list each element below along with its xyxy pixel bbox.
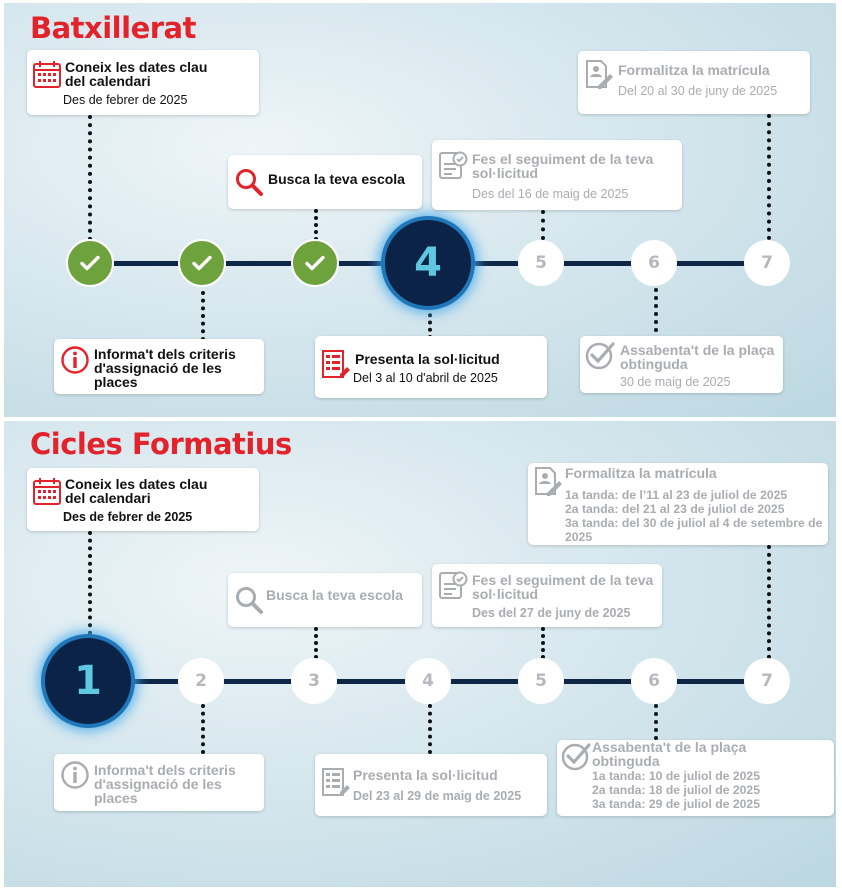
card-title: Presenta la sol·licitud: [353, 767, 498, 783]
document-pen-icon: [586, 60, 613, 89]
connector-line: [88, 115, 92, 241]
card-date: 30 de maig de 2025: [620, 375, 731, 389]
info-icon: [61, 346, 89, 374]
card-title: Formalitza la matrícula: [618, 62, 770, 78]
card-date: Del 20 al 30 de juny de 2025: [618, 84, 778, 98]
checkmark-icon: [192, 255, 212, 271]
card-title: Assabenta't de la plaça obtinguda: [592, 739, 747, 769]
card-title: Informa't dels criteris d'assignació de …: [94, 346, 236, 390]
form-icon: [322, 768, 350, 796]
connector-line: [88, 531, 92, 635]
card-date-line: 3a tanda: del 30 de juliol al 4 de setem…: [565, 516, 823, 544]
connector-line: [654, 288, 658, 340]
card-title: Coneix les dates clau del calendari: [65, 59, 208, 89]
connector-line: [428, 306, 432, 339]
card-date: Del 3 al 10 d'abril de 2025: [353, 371, 498, 385]
card-title: Informa't dels criteris d'assignació de …: [94, 762, 236, 806]
card-title: Fes el seguiment de la teva sol·licitud: [472, 151, 654, 181]
card-date-list: 1a tanda: 10 de juliol de 2025 2a tanda:…: [592, 769, 760, 811]
step-6-pending: 6: [631, 240, 677, 286]
card-date: Des de febrer de 2025: [63, 93, 188, 107]
card-enrolment: Formalitza la matrícula 1a tanda: de l’1…: [528, 463, 828, 545]
card-title: Formalitza la matrícula: [565, 465, 717, 481]
step-3-done: [291, 239, 339, 287]
card-title: Coneix les dates clau del calendari: [65, 476, 208, 506]
connector-line: [654, 704, 658, 740]
card-date: Des del 27 de juny de 2025: [472, 606, 631, 620]
step-2-pending: 2: [178, 658, 224, 704]
batxillerat-panel: Batxillerat 4 5 6 7 Coneix les dates cla…: [4, 3, 836, 417]
card-apply: Presenta la sol·licitud Del 23 al 29 de …: [315, 754, 547, 816]
card-date: Del 23 al 29 de maig de 2025: [353, 789, 522, 803]
step-6-pending: 6: [631, 658, 677, 704]
section-title-cicles: Cicles Formatius: [30, 427, 292, 461]
step-7-pending: 7: [744, 658, 790, 704]
card-title: Presenta la sol·licitud: [355, 351, 500, 367]
card-date-line: 3a tanda: 29 de juliol de 2025: [592, 797, 760, 811]
calendar-icon: [33, 61, 61, 88]
connector-line: [314, 627, 318, 659]
card-result: Assabenta't de la plaça obtinguda 1a tan…: [557, 740, 834, 816]
card-title: Fes el seguiment de la teva sol·licitud: [472, 572, 654, 602]
card-date-line: 1a tanda: 10 de juliol de 2025: [592, 769, 760, 783]
step-2-done: [178, 239, 226, 287]
checkmark-icon: [80, 255, 100, 271]
form-icon: [322, 350, 350, 378]
step-5-pending: 5: [518, 658, 564, 704]
card-title: Assabenta't de la plaça obtinguda: [620, 342, 775, 372]
card-title: Busca la teva escola: [268, 171, 405, 187]
connector-line: [767, 545, 771, 659]
card-date-line: 2a tanda: 18 de juliol de 2025: [592, 783, 760, 797]
step-4-current: 4: [385, 220, 471, 306]
step-4-pending: 4: [405, 658, 451, 704]
step-1-current: 1: [45, 638, 131, 724]
card-apply: Presenta la sol·licitud Del 3 al 10 d'ab…: [315, 336, 547, 398]
card-key-dates: Coneix les dates clau del calendari Des …: [27, 468, 259, 531]
connector-line: [314, 209, 318, 241]
step-3-pending: 3: [291, 658, 337, 704]
search-icon: [236, 169, 263, 196]
card-date-list: 1a tanda: de l’11 al 23 de juliol de 202…: [565, 488, 827, 544]
card-date: Des de febrer de 2025: [63, 510, 193, 524]
card-date: Des del 16 de maig de 2025: [472, 187, 629, 201]
cicles-formatius-panel: Cicles Formatius 1 2 3 4 5 6 7 Coneix le…: [4, 421, 836, 887]
connector-line: [767, 114, 771, 240]
checkmark-icon: [305, 255, 325, 271]
card-date-line: 2a tanda: del 21 al 23 de juliol de 2025: [565, 502, 785, 516]
connector-line: [541, 627, 545, 659]
checklist-icon: [439, 151, 468, 179]
card-tracking: Fes el seguiment de la teva sol·licitud …: [432, 564, 662, 627]
calendar-icon: [33, 478, 61, 505]
step-1-done: [66, 239, 114, 287]
check-circle-icon: [561, 743, 591, 771]
section-title-batxillerat: Batxillerat: [30, 11, 196, 45]
card-criteria: Informa't dels criteris d'assignació de …: [54, 339, 264, 394]
document-pen-icon: [535, 467, 562, 496]
card-date-line: 1a tanda: de l’11 al 23 de juliol de 202…: [565, 488, 788, 502]
card-result: Assabenta't de la plaça obtinguda 30 de …: [580, 336, 783, 393]
connector-line: [541, 210, 545, 240]
card-title: Busca la teva escola: [266, 587, 403, 603]
connector-line: [201, 291, 205, 341]
card-search: Busca la teva escola: [228, 573, 422, 627]
step-7-pending: 7: [744, 240, 790, 286]
card-key-dates: Coneix les dates clau del calendari Des …: [27, 50, 259, 115]
check-circle-icon: [585, 342, 615, 370]
info-icon: [61, 761, 89, 789]
connector-line: [201, 704, 205, 754]
checklist-icon: [439, 571, 468, 599]
card-enrolment: Formalitza la matrícula Del 20 al 30 de …: [578, 51, 810, 114]
step-5-pending: 5: [518, 240, 564, 286]
connector-line: [428, 704, 432, 754]
card-tracking: Fes el seguiment de la teva sol·licitud …: [432, 140, 682, 210]
search-icon: [236, 587, 263, 614]
card-search: Busca la teva escola: [228, 155, 422, 209]
card-criteria: Informa't dels criteris d'assignació de …: [54, 754, 264, 811]
